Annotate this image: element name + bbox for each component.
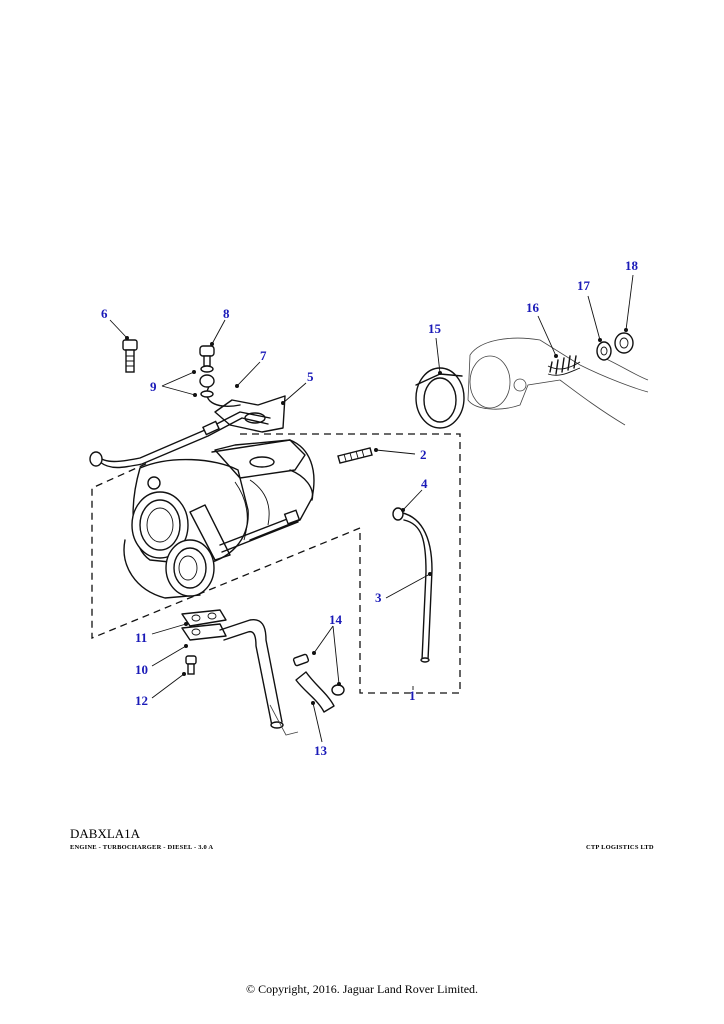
leader-lines: [109, 274, 634, 743]
assembly-outline: [91, 433, 461, 694]
callout-10: 10: [135, 662, 148, 677]
stud-2: [337, 447, 373, 464]
copyright-notice: © Copyright, 2016. Jaguar Land Rover Lim…: [245, 982, 479, 996]
adaptor-ring-15: [415, 367, 465, 429]
callout-6: 6: [101, 306, 108, 321]
coolant-hose: [292, 653, 345, 713]
callout-11: 11: [135, 630, 147, 645]
callout-12: 12: [135, 693, 148, 708]
callout-9: 9: [150, 379, 157, 394]
callout-17: 17: [577, 278, 591, 293]
washer-17: [596, 341, 612, 361]
callouts: 1 2 3 4 5 6 7 8 9 10 11 12 13 14 15 16 1…: [101, 258, 639, 758]
banjo-bolt-and-washers: [199, 345, 215, 398]
callout-15: 15: [428, 321, 442, 336]
callout-8: 8: [223, 306, 230, 321]
publisher-caption: CTP LOGISTICS LTD: [586, 844, 654, 851]
spring-16: [547, 355, 581, 376]
callout-18: 18: [625, 258, 639, 273]
callout-14: 14: [329, 612, 343, 627]
turbocharger-assembly: [123, 439, 315, 599]
callout-1: 1: [409, 688, 416, 703]
callout-2: 2: [420, 447, 427, 462]
callout-7: 7: [260, 348, 267, 363]
oil-drain-pipe: [181, 609, 299, 736]
callout-16: 16: [526, 300, 540, 315]
callout-3: 3: [375, 590, 382, 605]
diagram-reference-code: DABXLA1A: [70, 826, 141, 841]
callout-5: 5: [307, 369, 314, 384]
diagram-caption: ENGINE - TURBOCHARGER - DIESEL - 3.0 A: [70, 844, 214, 851]
bolt-6: [122, 339, 138, 373]
callout-4: 4: [421, 476, 428, 491]
oil-feed-pipe: [89, 384, 286, 469]
oil-return-hose: [392, 507, 433, 663]
callout-13: 13: [314, 743, 328, 758]
nut-18: [614, 332, 634, 354]
